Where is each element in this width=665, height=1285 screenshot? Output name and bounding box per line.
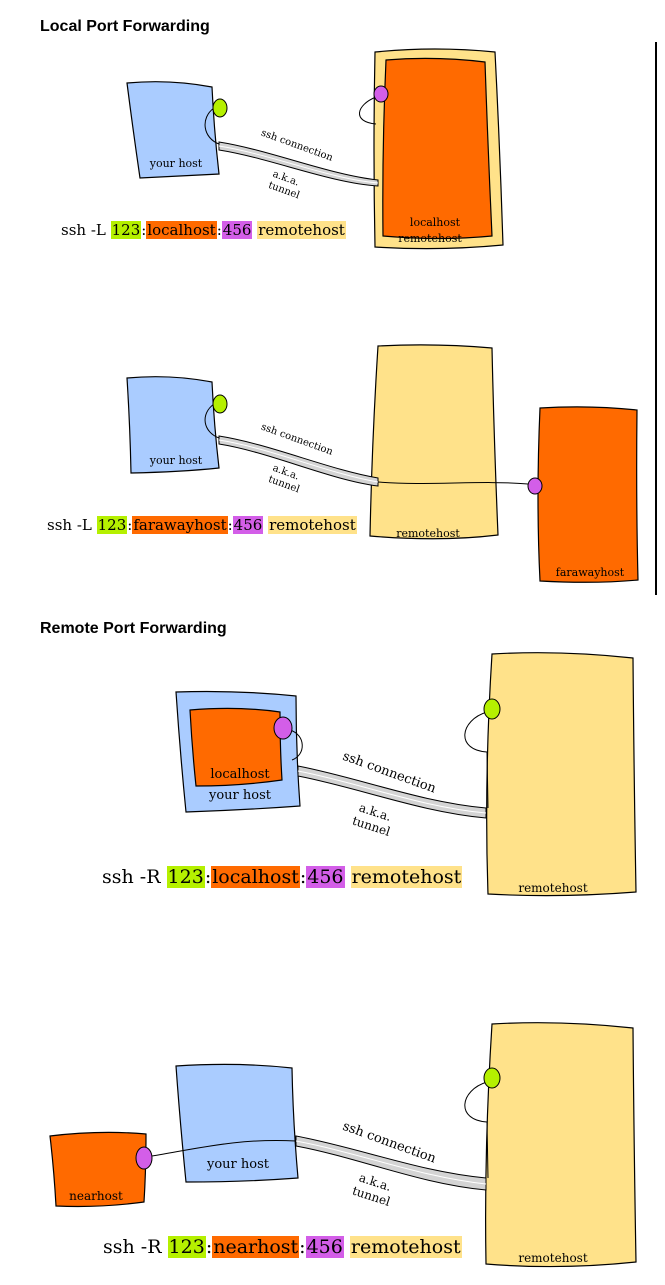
port-123-icon xyxy=(212,98,228,118)
command-line-3: ssh -R 123:localhost:456 remotehost xyxy=(102,866,463,888)
your-host-box xyxy=(126,376,220,474)
cmd-port-456: 456 xyxy=(305,1236,344,1258)
cmd-remotehost: remotehost xyxy=(257,221,346,239)
command-line-1: ssh -L 123:localhost:456 remotehost xyxy=(61,221,346,239)
cmd-port-456: 456 xyxy=(306,866,345,888)
cmd-sep xyxy=(344,1236,350,1258)
cmd-host: farawayhost xyxy=(132,516,228,534)
cmd-host: localhost xyxy=(146,221,217,239)
your-host-label: your host xyxy=(206,1157,270,1172)
ssh-tunnel xyxy=(297,765,487,819)
command-line-2: ssh -L 123:farawayhost:456 remotehost xyxy=(47,516,357,534)
section-title-local: Local Port Forwarding xyxy=(40,18,210,35)
cmd-prefix: ssh -R xyxy=(102,866,167,888)
port-123-icon xyxy=(212,394,228,414)
diagram-remote-nearhost: your host nearhost remotehost ssh connec… xyxy=(49,1022,637,1268)
cmd-remotehost: remotehost xyxy=(350,866,463,888)
cmd-sep: : xyxy=(205,1236,213,1258)
cmd-sep: : xyxy=(127,516,133,534)
cmd-port-123: 123 xyxy=(96,516,128,534)
your-host-box xyxy=(175,1063,299,1183)
cmd-sep: : xyxy=(216,221,222,239)
remotehost-label: remotehost xyxy=(396,527,460,540)
cmd-remotehost: remotehost xyxy=(349,1236,462,1258)
command-line-4: ssh -R 123:nearhost:456 remotehost xyxy=(103,1236,462,1258)
your-host-label: your host xyxy=(208,788,272,803)
localhost-box xyxy=(382,57,493,240)
cmd-prefix: ssh -L xyxy=(47,516,97,534)
farawayhost-box xyxy=(537,406,639,583)
cmd-sep xyxy=(345,866,351,888)
remotehost-box xyxy=(486,652,637,897)
cmd-port-123: 123 xyxy=(166,866,205,888)
port-456-icon xyxy=(373,85,389,103)
cmd-host: localhost xyxy=(211,866,300,888)
cmd-prefix: ssh -R xyxy=(103,1236,168,1258)
cmd-port-456: 456 xyxy=(221,221,253,239)
section-title-remote: Remote Port Forwarding xyxy=(40,620,227,637)
localhost-label: localhost xyxy=(210,767,270,782)
diagram-local-localhost: your host localhost remotehost ssh conne… xyxy=(126,48,504,250)
your-host-label: your host xyxy=(149,454,203,467)
cmd-sep: : xyxy=(204,866,212,888)
localhost-box xyxy=(189,707,283,787)
remotehost-label: remotehost xyxy=(398,232,462,245)
port-456-icon xyxy=(527,477,543,495)
port-456-icon xyxy=(273,716,293,740)
cmd-remotehost: remotehost xyxy=(268,516,357,534)
cmd-port-123: 123 xyxy=(167,1236,206,1258)
cmd-sep: : xyxy=(227,516,233,534)
ssh-tunnel xyxy=(218,141,379,187)
cmd-host: nearhost xyxy=(212,1236,300,1258)
diagram-local-farawayhost: your host remotehost farawayhost ssh con… xyxy=(126,344,639,583)
port-456-icon xyxy=(135,1146,153,1170)
port-123-icon xyxy=(483,698,501,720)
cmd-sep: : xyxy=(141,221,147,239)
localhost-label: localhost xyxy=(410,216,461,229)
cmd-sep: : xyxy=(299,866,307,888)
nearhost-box xyxy=(49,1131,147,1208)
nearhost-label: nearhost xyxy=(69,1189,123,1203)
remotehost-label: remotehost xyxy=(518,1251,587,1265)
farawayhost-label: farawayhost xyxy=(556,566,625,579)
diagram-remote-localhost: localhost your host remotehost ssh conne… xyxy=(175,652,637,897)
cmd-port-123: 123 xyxy=(110,221,142,239)
cmd-prefix: ssh -L xyxy=(61,221,111,239)
remotehost-box xyxy=(485,1022,637,1268)
cmd-port-456: 456 xyxy=(232,516,264,534)
remotehost-label: remotehost xyxy=(518,881,587,895)
your-host-box xyxy=(126,81,220,179)
your-host-label: your host xyxy=(149,157,203,170)
port-123-icon xyxy=(483,1067,501,1089)
divider-line xyxy=(655,42,657,595)
remotehost-box xyxy=(369,344,499,540)
cmd-sep: : xyxy=(299,1236,306,1258)
